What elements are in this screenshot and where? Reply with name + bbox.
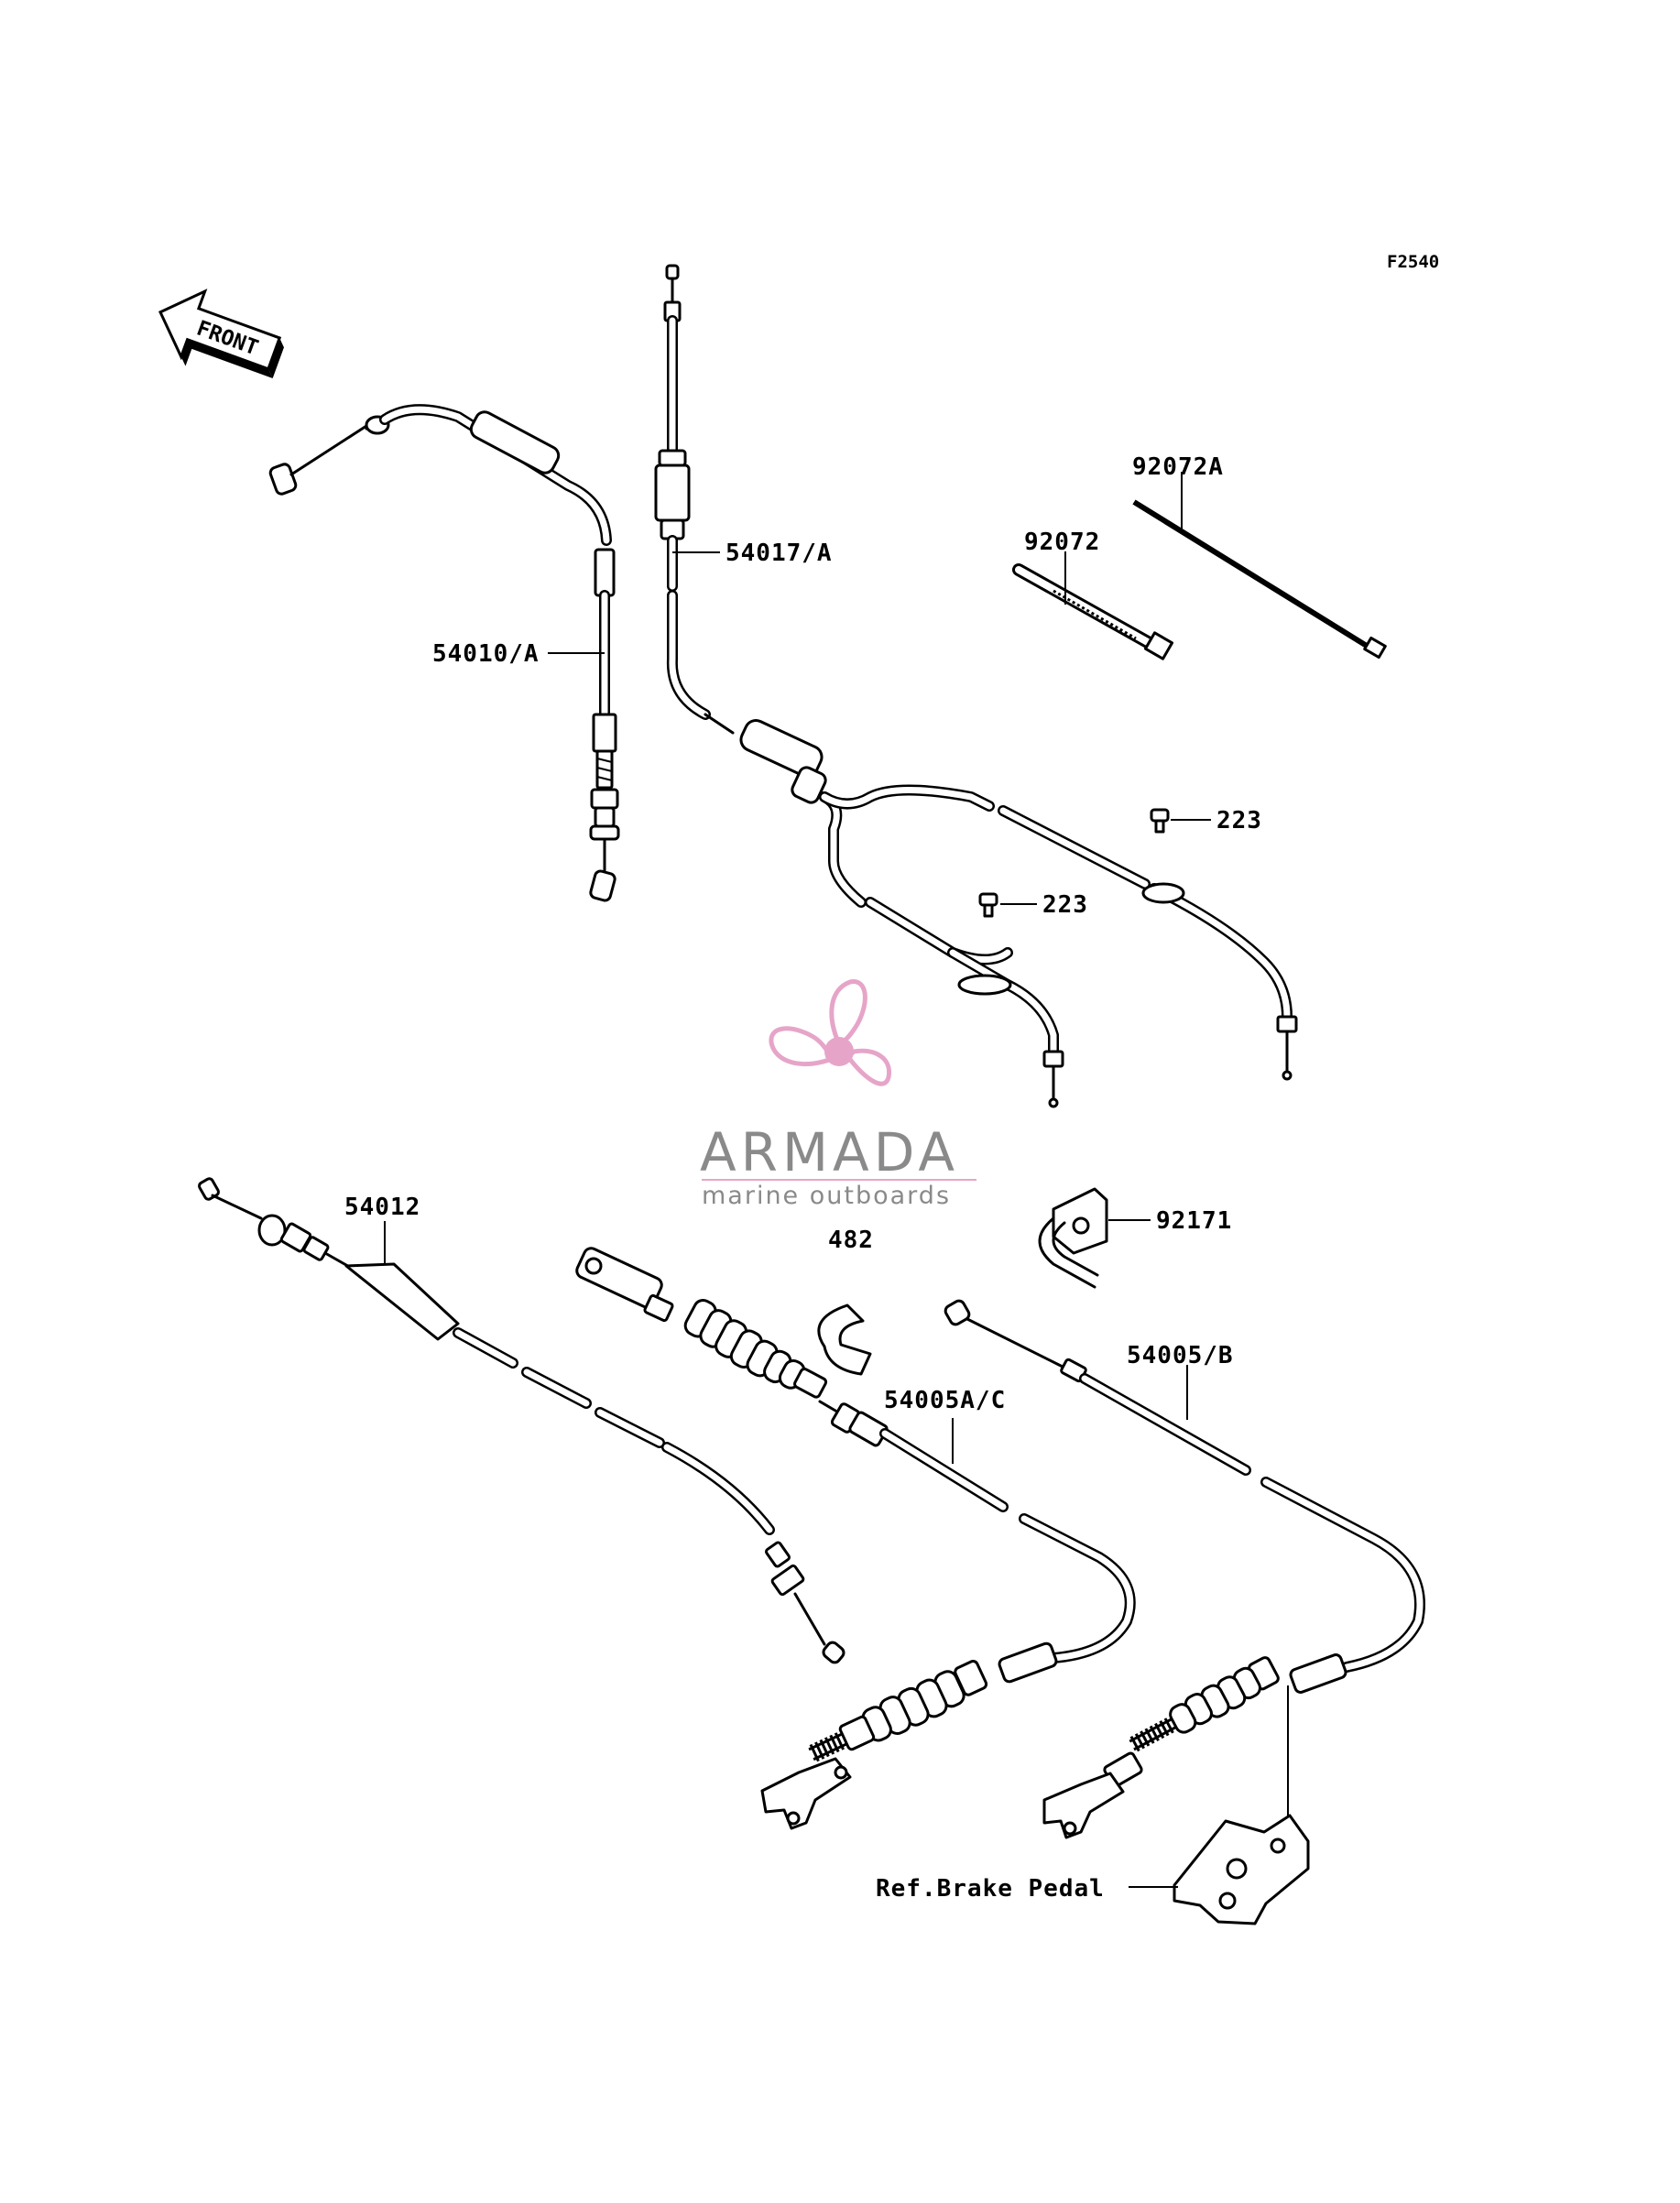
watermark-tagline: marine outboards	[702, 1182, 951, 1210]
bolt-223-upper: 223	[1150, 807, 1262, 834]
callout-54005B: 54005/B	[1127, 1342, 1234, 1369]
speedo-cable-54012: 54012	[198, 1177, 845, 1664]
callout-92171: 92171	[1156, 1207, 1232, 1235]
brake-pedal-ref: Ref.Brake Pedal	[876, 1814, 1310, 1925]
callout-92072: 92072	[1024, 529, 1100, 556]
armada-watermark: ARMADA marine outboards	[700, 979, 976, 1210]
callout-54010: 54010/A	[432, 640, 540, 668]
band-92072: 92072	[1012, 529, 1174, 660]
bolt-223-lower: 223	[978, 891, 1088, 919]
figure-code: F2540	[1387, 252, 1439, 272]
callout-ref-brake-pedal: Ref.Brake Pedal	[876, 1875, 1105, 1903]
callout-223-upper: 223	[1216, 807, 1262, 834]
snap-ring-482: 482	[817, 1227, 874, 1376]
callout-223-lower: 223	[1042, 891, 1088, 919]
brake-cable-54005B: 54005/B	[944, 1299, 1425, 1841]
bracket-92171: 92171	[1038, 1187, 1232, 1289]
band-92072A: 92072A	[1132, 453, 1387, 660]
callout-54005AC: 54005A/C	[884, 1387, 1006, 1414]
front-arrow-icon: FRONT	[158, 289, 284, 379]
propeller-logo-icon	[769, 979, 892, 1086]
choke-cable-54017: 54017/A	[654, 264, 1298, 1108]
callout-482: 482	[828, 1227, 874, 1254]
throttle-cable-54010: 54010/A	[268, 404, 620, 902]
callout-92072A: 92072A	[1132, 453, 1224, 481]
watermark-name: ARMADA	[700, 1121, 959, 1183]
callout-54012: 54012	[344, 1194, 420, 1221]
brake-cable-54005AC: 54005A/C	[575, 1247, 1136, 1830]
callout-54017: 54017/A	[725, 540, 833, 567]
